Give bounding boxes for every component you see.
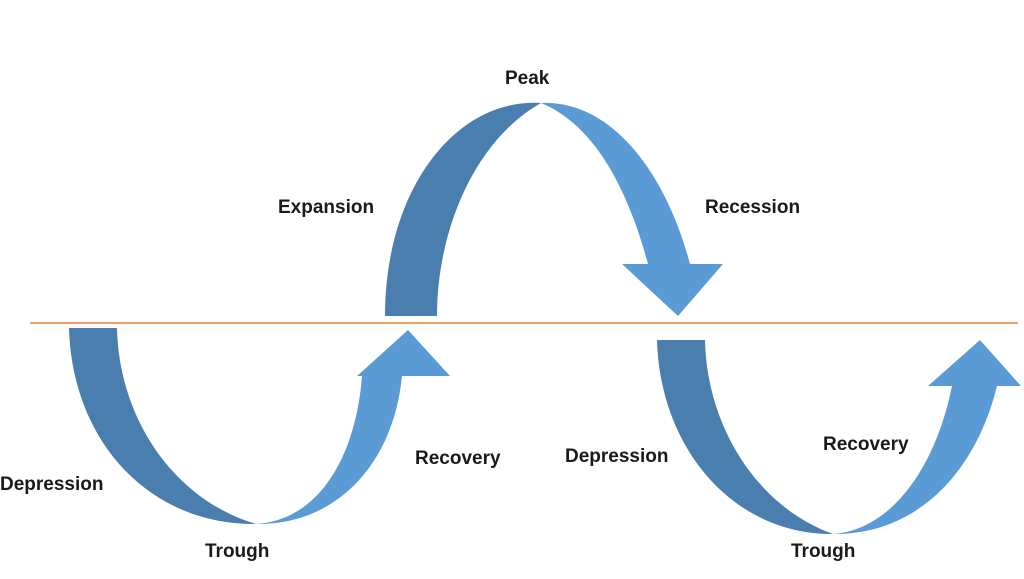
depression-arc-left [69,328,256,525]
recession-arrow [541,102,723,316]
trough-label-right: Trough [791,541,856,562]
depression-arc-right [657,340,833,535]
trough-label-left: Trough [205,541,270,562]
depression-label-left: Depression [0,474,104,495]
recovery-label-right: Recovery [823,434,909,455]
recovery-label-left: Recovery [415,448,501,469]
recession-label: Recession [705,197,801,218]
recovery-arrow-right [833,340,1021,535]
recovery-arrow-left [256,330,450,525]
expansion-label: Expansion [278,197,375,218]
depression-label-right: Depression [565,446,669,467]
expansion-arc [385,102,541,317]
peak-label: Peak [505,68,550,89]
